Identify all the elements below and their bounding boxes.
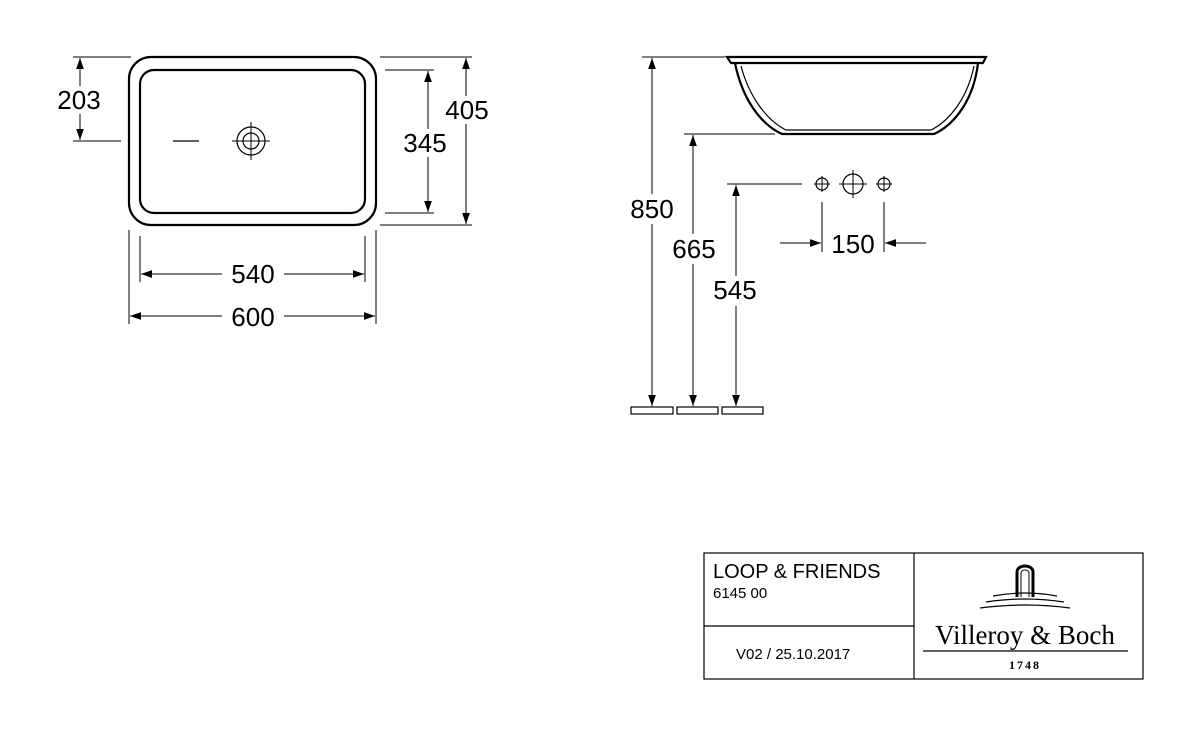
dim-label-850: 850 [630,194,673,224]
tap-hole-center-icon [839,170,867,198]
brand-logo: Villeroy & Boch 1748 [923,564,1128,672]
tap-hole-icon [814,176,830,192]
drain-icon [232,122,270,160]
version-date: V02 / 25.10.2017 [736,646,850,663]
dim-label-600: 600 [231,302,274,332]
brand-year: 1748 [1009,658,1041,672]
article-number: 6145 00 [713,585,767,602]
floor-segment [721,406,764,415]
product-name: LOOP & FRIENDS [713,561,880,583]
basin-inner-outline [138,68,367,215]
side-view: 850 665 545 [624,55,988,415]
dim-label-405: 405 [445,95,488,125]
brand-name: Villeroy & Boch [935,620,1115,650]
dim-label-203: 203 [57,85,100,115]
title-block-frame [703,552,1144,680]
basin-outer-outline [127,55,378,227]
floor-segment [676,406,719,415]
dim-label-545: 545 [713,275,756,305]
tap-hole-icon [876,176,892,192]
dim-label-345: 345 [403,128,446,158]
title-block: LOOP & FRIENDS 6145 00 V02 / 25.10.2017 … [703,552,1144,680]
dim-label-540: 540 [231,259,274,289]
dim-label-665: 665 [672,234,715,264]
faucet-icon [979,564,1071,609]
floor-segment [630,406,674,415]
plan-view: 203 405 345 540 600 [52,55,493,332]
dim-label-150: 150 [831,229,874,259]
basin-side-profile [724,55,988,136]
